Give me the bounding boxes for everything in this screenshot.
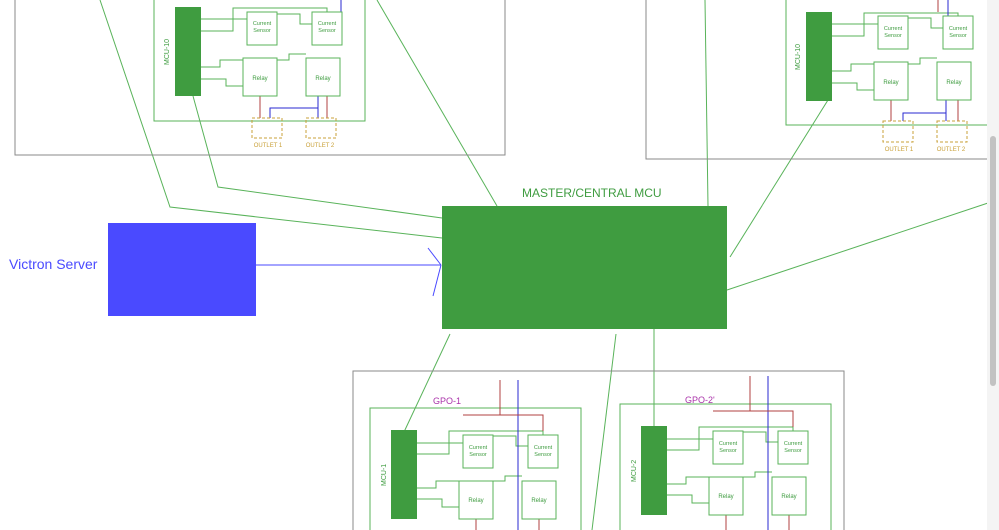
outlet-2-label: OUTLET 2 [306,143,335,149]
red-wires [713,376,794,530]
red-wires [259,96,328,118]
relay-2 [305,57,341,97]
gpo-1-label: GPO-1 [433,396,461,406]
scrollbar-thumb[interactable] [990,136,996,386]
red-wires [890,0,959,121]
outlet-1-label: OUTLET 1 [254,143,283,149]
cs-label-line2: Sensor [949,33,967,39]
relay-label: Relay [883,80,898,86]
enclosure-top-left: MCU-10 Current Sensor Current Sensor Rel… [14,0,506,156]
cs-label-line1: Current [784,441,803,447]
cs-label-line1: Current [534,445,553,451]
red-wires [463,380,544,530]
outlet-1-label: OUTLET 1 [885,147,914,153]
current-sensor-1 [712,430,744,465]
link-topleft-diagonal [376,0,498,207]
link-mcu10-right-master [729,99,829,258]
cs-label-line1: Current [469,445,488,451]
current-sensor-2 [527,434,559,469]
mcu-block [391,430,417,519]
current-sensor-1 [246,11,278,46]
mcu-block [641,426,667,515]
gpo-frame [153,0,366,122]
cs-label-line1: Current [318,21,337,27]
relay-1 [873,61,909,101]
cs-label-line2: Sensor [318,28,336,34]
cs-label-line1: Current [253,21,272,27]
relay-label: Relay [781,494,796,500]
current-sensor-1 [877,15,909,50]
gpo-frame [619,403,832,530]
cs-label-line1: Current [949,26,968,32]
outer-frame [14,0,506,156]
relay-1 [708,476,744,516]
connection-lines [99,0,989,530]
relay-1 [458,480,494,520]
mcu-label: MCU-1 [381,464,388,486]
relay-1 [242,57,278,97]
master-mcu-label: MASTER/CENTRAL MCU [522,186,662,200]
link-master-bottom [591,333,617,530]
victron-server-box [108,223,256,316]
relay-label: Relay [315,76,330,82]
master-mcu-box [442,206,727,329]
server-master-arrow [256,247,442,297]
cs-label-line2: Sensor [534,452,552,458]
relay-label: Relay [946,80,961,86]
relay-label: Relay [252,76,267,82]
cs-label-line1: Current [719,441,738,447]
cs-label-line2: Sensor [469,452,487,458]
cs-label-line2: Sensor [784,448,802,454]
cs-label-line1: Current [884,26,903,32]
cs-label-line2: Sensor [253,28,271,34]
relay-2 [771,476,807,516]
gpo-frame [369,407,582,530]
mcu-block [806,12,832,101]
current-sensor-2 [311,11,343,46]
mcu-label: MCU-10 [795,44,802,70]
mcu-label: MCU-10 [164,39,171,65]
vertical-scrollbar[interactable] [987,0,999,530]
cs-label-line2: Sensor [884,33,902,39]
signal-wires [201,7,328,87]
relay-2 [521,480,557,520]
cs-label-line2: Sensor [719,448,737,454]
current-sensor-2 [942,15,974,50]
mcu-label: MCU-2 [631,460,638,482]
relay-2 [936,61,972,101]
gpo-2-group: GPO-2' MCU-2 Current [619,376,832,530]
relay-label: Relay [468,498,483,504]
outer-frame [352,370,845,530]
relay-label: Relay [531,498,546,504]
outlet-2-label: OUTLET 2 [937,147,966,153]
relay-label: Relay [718,494,733,500]
outer-frame [645,0,999,160]
enclosure-bottom: GPO-1 MCU-1 Current [352,370,845,530]
link-topleft-outer [99,0,443,239]
link-mcu10-left-master [192,95,443,219]
mcu-block [175,7,201,96]
outlet-1 [251,117,283,139]
link-topright-vertical [704,0,709,207]
outlet-2 [936,120,968,143]
outlet-2 [305,117,337,139]
gpo-2-label: GPO-2' [685,395,715,405]
link-master-mcu1 [403,333,451,433]
gpo-frame [785,0,999,126]
victron-server-label: Victron Server [9,256,98,272]
outlet-1 [882,120,914,143]
current-sensor-2 [777,430,809,465]
current-sensor-1 [462,434,494,469]
link-right-edge-master [726,202,989,291]
enclosure-top-right: MCU-10 Current Sensor Current Sensor Rel [645,0,999,160]
gpo-1-group: GPO-1 MCU-1 Current [369,380,582,530]
